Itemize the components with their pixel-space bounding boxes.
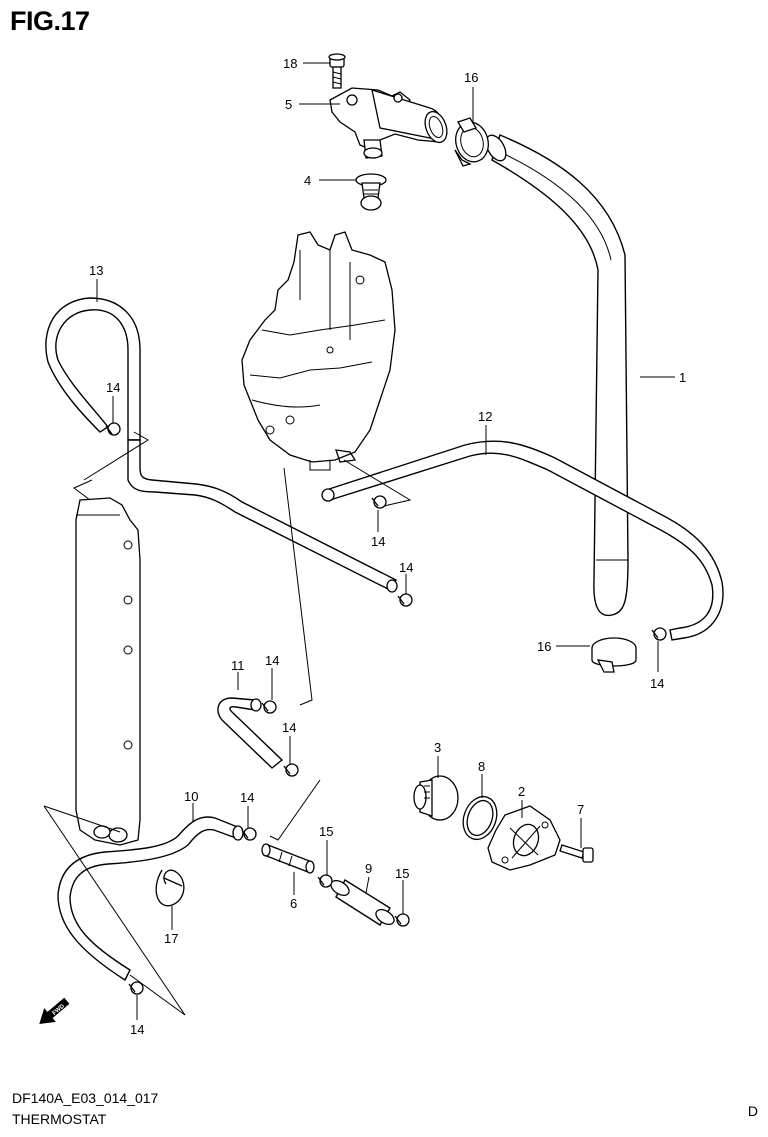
callout-14-c: 14 [399, 560, 413, 575]
callout-14-d: 14 [650, 676, 664, 691]
callout-8: 8 [478, 759, 485, 774]
callout-1: 1 [679, 370, 686, 385]
part-6-joint[interactable] [261, 843, 315, 874]
callout-17: 17 [164, 931, 178, 946]
callout-14-f: 14 [282, 720, 296, 735]
part-17-clip[interactable] [155, 869, 185, 907]
cooling-cover [75, 497, 141, 846]
callout-13: 13 [89, 263, 103, 278]
part-2-cover[interactable] [487, 805, 561, 871]
part-1-hose[interactable] [482, 132, 629, 617]
part-8-o-ring[interactable] [457, 792, 502, 844]
part-10-hose[interactable] [57, 816, 244, 982]
part-13-hose-loop[interactable] [45, 297, 141, 441]
callout-10: 10 [184, 789, 198, 804]
clamp-14-e [261, 700, 277, 714]
part-3-thermostat[interactable] [413, 775, 459, 821]
callout-7: 7 [577, 802, 584, 817]
callout-14-a: 14 [106, 380, 120, 395]
part-4-thermostat[interactable] [355, 173, 387, 211]
callout-15-a: 15 [319, 824, 333, 839]
section-name: THERMOSTAT [12, 1111, 107, 1127]
callout-9: 9 [365, 861, 372, 876]
part-11-hose[interactable] [217, 697, 284, 769]
clamp-15-b [394, 913, 410, 927]
clamp-14-g [241, 827, 257, 841]
callout-18: 18 [283, 56, 297, 71]
clamp-15-a [317, 874, 333, 888]
part-12-hose[interactable] [321, 440, 724, 641]
leader-lines [96, 62, 675, 1020]
part-9-hose[interactable] [328, 878, 396, 928]
clamp-14-d [651, 627, 667, 641]
bypass-hose[interactable] [127, 439, 398, 593]
diagram-code: DF140A_E03_014_017 [12, 1090, 159, 1106]
callout-14-e: 14 [265, 653, 279, 668]
callout-11: 11 [231, 658, 245, 673]
callout-15-b: 15 [395, 866, 409, 881]
connection-lines [43, 431, 412, 1016]
clamp-14-h [128, 981, 144, 995]
callout-16-lower: 16 [537, 639, 551, 654]
clamps-14-15[interactable] [105, 422, 667, 995]
callout-12: 12 [478, 409, 492, 424]
part-7-bolt[interactable] [559, 844, 594, 863]
clamp-14-f [283, 763, 299, 777]
callout-14-h: 14 [130, 1022, 144, 1037]
region-code: D [747, 1103, 758, 1119]
callout-3: 3 [434, 740, 441, 755]
clamp-14-b [371, 495, 387, 509]
part-16-hose-clamp-lower[interactable] [591, 637, 637, 673]
callout-5: 5 [285, 97, 292, 112]
callout-2: 2 [518, 784, 525, 799]
callout-4: 4 [304, 173, 311, 188]
clamp-14-c [397, 593, 413, 607]
figure-title: FIG.17 [10, 6, 90, 36]
clamp-14-a [105, 422, 121, 436]
callout-16-upper: 16 [464, 70, 478, 85]
engine-housing [241, 231, 396, 471]
callout-6: 6 [290, 896, 297, 911]
part-18-bolt[interactable] [328, 53, 346, 89]
callout-14-b: 14 [371, 534, 385, 549]
part-5-thermostat-cover[interactable] [329, 87, 451, 159]
callouts: 18 5 16 4 13 14 1 12 14 14 16 14 11 14 1… [89, 56, 686, 1037]
part-16-hose-clamp-upper[interactable] [451, 117, 492, 167]
callout-14-g: 14 [240, 790, 254, 805]
fwd-arrow-icon: FWD [39, 997, 70, 1024]
